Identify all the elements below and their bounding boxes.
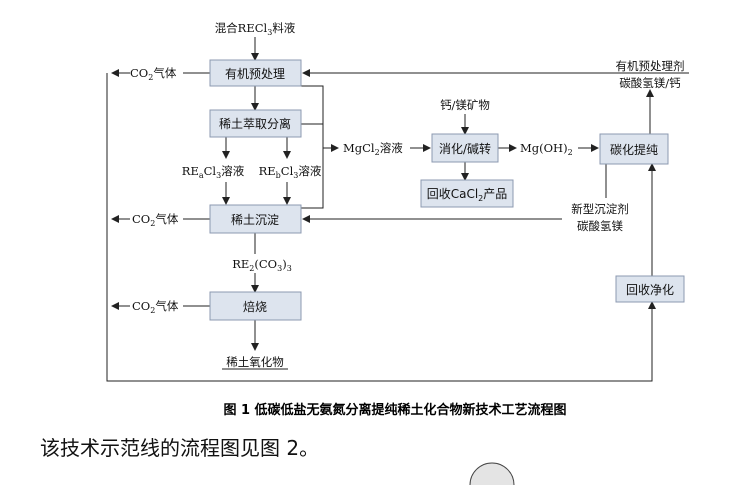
label-mgoh2: Mg(OH)2 — [520, 141, 573, 157]
box-carbonation-label: 碳化提纯 — [610, 142, 658, 157]
box-roasting — [209, 291, 302, 321]
mgcl2-collector — [301, 85, 324, 209]
box-organic-pretreat — [209, 59, 302, 87]
box-recover-cacl2 — [420, 179, 514, 208]
label-pretreat-agent-2: 碳酸氢镁/钙 — [619, 76, 681, 90]
box-precipitation-label: 稀土沉淀 — [231, 213, 279, 227]
box-roasting-label: 焙烧 — [243, 299, 267, 314]
label-co2-2: CO2气体 — [132, 212, 179, 228]
label-reacl3: REaCl3溶液 — [182, 164, 245, 180]
label-precip-agent-1: 新型沉淀剂 — [571, 202, 629, 216]
label-re-oxide: 稀土氧化物 — [226, 355, 284, 369]
box-digestion-label: 消化/碱转 — [439, 141, 491, 156]
co2-recycle-loop — [106, 73, 656, 382]
label-co2-3: CO2气体 — [132, 299, 179, 315]
box-digestion — [431, 133, 499, 163]
body-paragraph: 该技术示范线的流程图见图 2。 — [40, 436, 320, 460]
label-ore: 钙/镁矿物 — [440, 98, 490, 112]
box-recycle-label: 回收净化 — [626, 283, 674, 297]
label-mgcl2: MgCl2溶液 — [343, 141, 403, 157]
label-co2-1: CO2气体 — [130, 66, 177, 82]
box-recycle — [615, 275, 685, 303]
box-extraction — [209, 109, 302, 138]
partial-circle-next-figure — [469, 462, 515, 485]
label-precip-agent-2: 碳酸氢镁 — [577, 219, 623, 233]
box-carbonation — [599, 133, 669, 165]
figure-caption: 图 1 低碳低盐无氨氮分离提纯稀土化合物新技术工艺流程图 — [223, 402, 566, 418]
box-recover-cacl2-label: 回收CaCl2产品 — [427, 187, 508, 203]
box-precipitation — [209, 204, 302, 234]
label-rebcl3: REbCl3溶液 — [259, 164, 322, 180]
box-organic-pretreat-label: 有机预处理 — [225, 67, 285, 81]
box-extraction-label: 稀土萃取分离 — [219, 116, 291, 131]
label-re2co33: RE2(CO3)3 — [232, 257, 292, 273]
label-pretreat-agent-1: 有机预处理剂 — [616, 59, 685, 73]
label-input: 混合RECl3料液 — [215, 21, 296, 37]
